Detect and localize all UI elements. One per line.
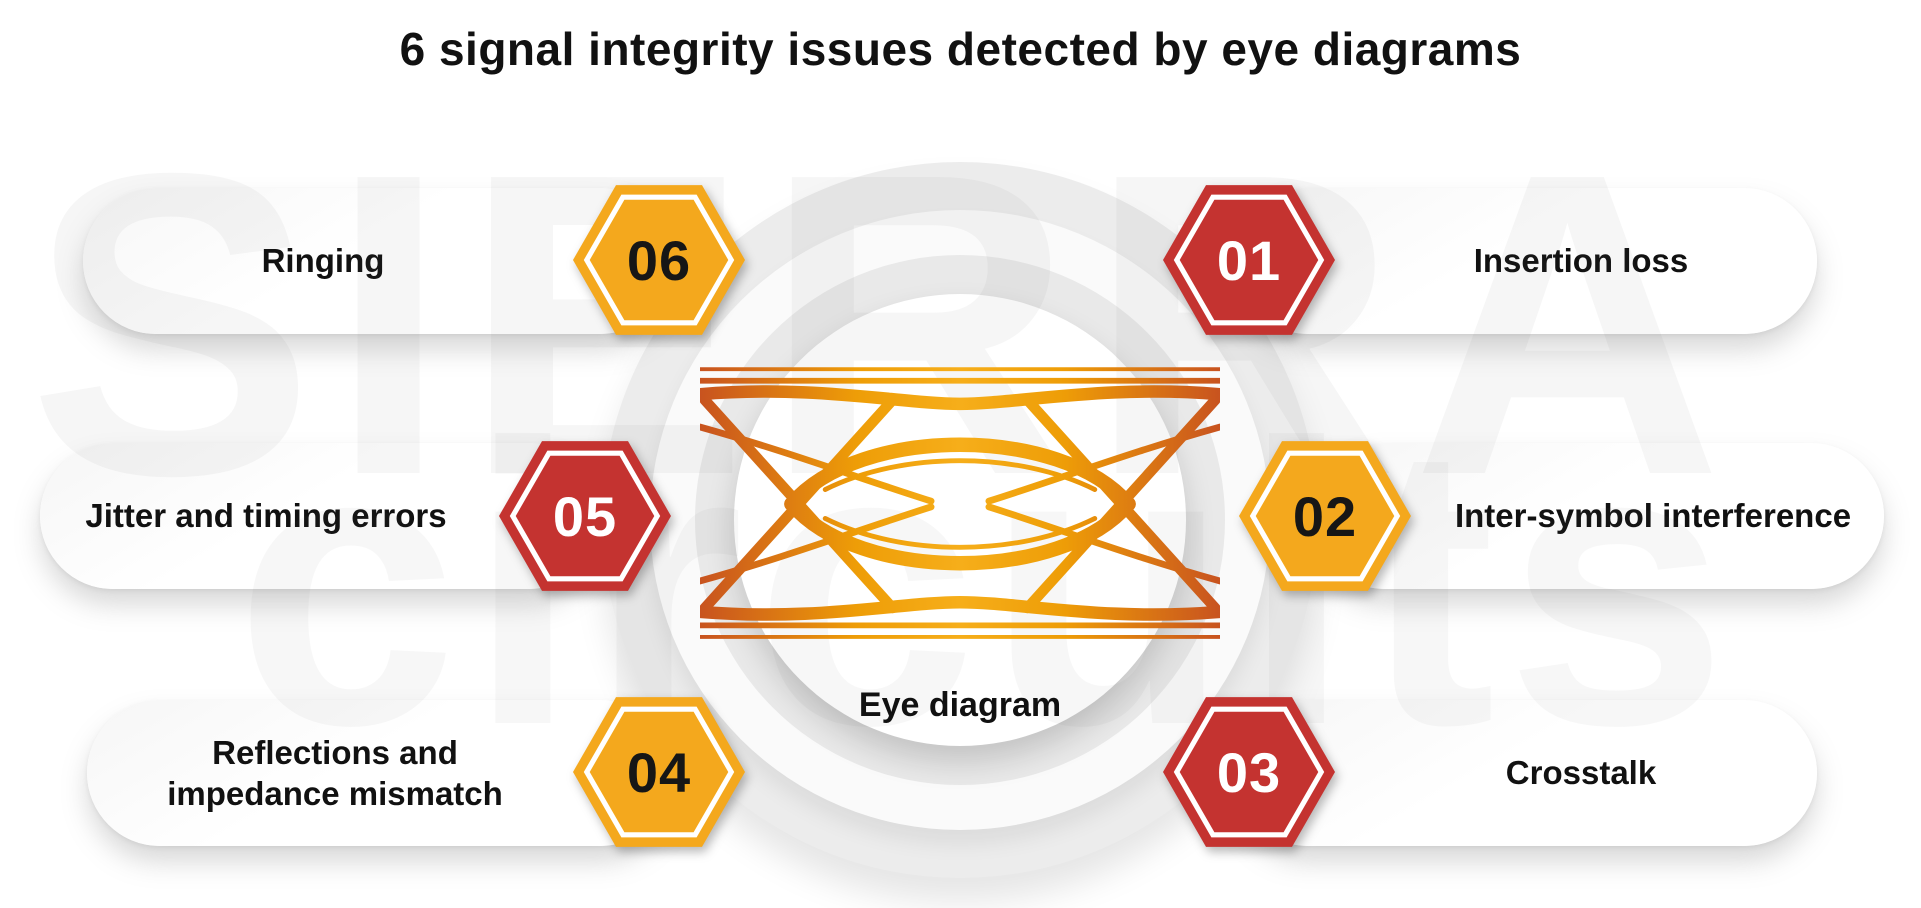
issue-label: Insertion loss [1473, 242, 1689, 280]
issue-label: Ringing [261, 242, 385, 280]
badge-number: 01 [1216, 228, 1282, 292]
badge-number: 06 [626, 228, 692, 292]
hexagon-shape [1163, 697, 1335, 847]
hexagon-shape [1163, 185, 1335, 335]
eye-diagram-graphic [700, 367, 1220, 639]
page-title: 6 signal integrity issues detected by ey… [399, 23, 1522, 75]
issue-label: Crosstalk [1505, 754, 1657, 792]
center-label: Eye diagram [858, 686, 1062, 724]
hexagon-shape [573, 697, 745, 847]
hexagon-shape [1239, 441, 1411, 591]
badge-number: 03 [1216, 740, 1282, 804]
hexagon-shape [499, 441, 671, 591]
hexagon-badge-03: 03 [1163, 697, 1335, 847]
badge-number: 05 [552, 484, 618, 548]
issue-label: Reflections and impedance mismatch [167, 733, 503, 812]
issue-label: Jitter and timing errors [85, 497, 447, 535]
badge-number: 02 [1292, 484, 1358, 548]
issue-label: Inter-symbol interference [1454, 497, 1852, 535]
hexagon-badge-02: 02 [1239, 441, 1411, 591]
hexagon-badge-01: 01 [1163, 185, 1335, 335]
hexagon-badge-04: 04 [573, 697, 745, 847]
hexagon-badge-06: 06 [573, 185, 745, 335]
badge-number: 04 [626, 740, 692, 804]
hexagon-shape [573, 185, 745, 335]
hexagon-badge-05: 05 [499, 441, 671, 591]
